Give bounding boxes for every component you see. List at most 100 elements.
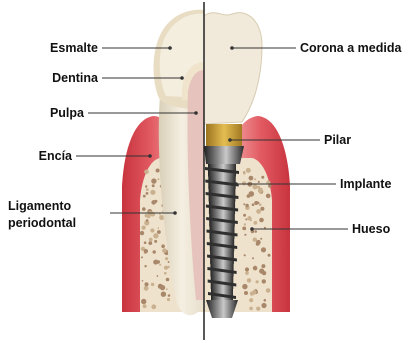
bone-speckle xyxy=(266,288,271,293)
label-pulp: Pulpa xyxy=(50,106,85,120)
label-enamel: Esmalte xyxy=(50,41,98,55)
label-abutment: Pilar xyxy=(324,133,351,147)
bone-speckle xyxy=(266,194,271,199)
bone-speckle xyxy=(268,254,271,257)
bone-speckle xyxy=(246,168,251,173)
bone-speckle xyxy=(146,192,149,195)
bone-speckle xyxy=(144,241,147,244)
abutment xyxy=(206,124,242,146)
bone-speckle xyxy=(165,257,168,260)
bone-speckle xyxy=(256,307,260,311)
bone-speckle xyxy=(144,286,149,291)
bone-speckle xyxy=(146,188,149,191)
bone-speckle xyxy=(249,298,253,302)
bone-speckle xyxy=(245,218,247,220)
bone-speckle xyxy=(252,290,257,295)
bone-speckle xyxy=(144,265,146,267)
bone-speckle xyxy=(153,233,158,238)
bone-speckle xyxy=(247,194,251,198)
bone-speckle xyxy=(158,227,160,229)
label-dentin: Dentina xyxy=(52,71,99,85)
bone-speckle xyxy=(259,203,262,206)
bone-speckle xyxy=(259,269,264,274)
bone-speckle xyxy=(244,234,246,236)
crown xyxy=(204,13,262,124)
bone-speckle xyxy=(256,209,261,214)
bone-speckle xyxy=(259,218,264,223)
bone-speckle xyxy=(242,284,247,289)
bone-speckle xyxy=(252,184,257,189)
label-ligament-line1: Ligamento xyxy=(8,199,72,213)
bone-speckle xyxy=(247,216,251,220)
bone-speckle xyxy=(162,248,167,253)
bone-speckle xyxy=(143,195,146,198)
bone-speckle xyxy=(150,228,154,232)
bone-speckle xyxy=(144,282,148,286)
implant-tip xyxy=(206,300,238,318)
bone-speckle xyxy=(157,230,161,234)
bone-speckle xyxy=(243,203,245,205)
implant-collar xyxy=(204,146,244,164)
bone-speckle xyxy=(167,298,170,301)
label-bone: Hueso xyxy=(352,222,391,236)
bone-speckle xyxy=(164,266,168,270)
bone-speckle xyxy=(249,176,254,181)
bone-speckle xyxy=(260,238,262,240)
bone-speckle xyxy=(264,227,266,229)
bone-speckle xyxy=(150,190,155,195)
bone-speckle xyxy=(167,266,169,268)
bone-speckle xyxy=(245,267,249,271)
bone-speckle xyxy=(150,212,155,217)
bone-speckle xyxy=(253,266,258,271)
bone-speckle xyxy=(261,247,266,252)
bone-speckle xyxy=(252,257,254,259)
bone-speckle xyxy=(145,185,147,187)
bone-speckle xyxy=(244,254,246,256)
bone-speckle xyxy=(152,184,155,187)
bone-speckle xyxy=(258,181,260,183)
bone-speckle xyxy=(142,280,144,282)
bone-speckle xyxy=(164,272,167,275)
bone-speckle xyxy=(245,271,249,275)
bone-speckle xyxy=(143,304,147,308)
bone-speckle xyxy=(154,240,157,243)
bone-speckle xyxy=(157,275,159,277)
bone-speckle xyxy=(245,204,248,207)
bone-speckle xyxy=(252,203,255,206)
label-crown: Corona a medida xyxy=(300,41,402,55)
bone-speckle xyxy=(254,221,258,225)
bone-speckle xyxy=(147,215,151,219)
bone-speckle xyxy=(146,219,149,222)
bone-speckle xyxy=(153,250,156,253)
bone-speckle xyxy=(159,213,161,215)
bone-speckle xyxy=(159,264,161,266)
bone-speckle xyxy=(149,238,153,242)
bone-speckle xyxy=(243,214,246,217)
bone-speckle xyxy=(144,170,149,175)
bone-speckle xyxy=(141,299,146,304)
bone-speckle xyxy=(261,264,265,268)
bone-speckle xyxy=(257,202,260,205)
bone-speckle xyxy=(144,249,148,253)
bone-speckle xyxy=(260,207,264,211)
bone-speckle xyxy=(243,172,246,175)
bone-speckle xyxy=(141,226,145,230)
bone-speckle xyxy=(140,231,144,235)
bone-speckle xyxy=(148,241,152,245)
bone-speckle xyxy=(166,278,170,282)
bone-speckle xyxy=(161,244,165,248)
label-ligament-line2: periodontal xyxy=(8,216,76,230)
bone-speckle xyxy=(264,299,267,302)
bone-speckle xyxy=(160,285,165,290)
bone-speckle xyxy=(254,230,257,233)
bone-speckle xyxy=(268,184,271,187)
bone-speckle xyxy=(142,207,146,211)
label-implant: Implante xyxy=(340,177,391,191)
bone-speckle xyxy=(156,260,160,264)
bone-speckle xyxy=(242,227,246,231)
bone-speckle xyxy=(256,240,261,245)
bone-speckle xyxy=(249,307,253,311)
bone-speckle xyxy=(141,256,143,258)
bone-speckle xyxy=(262,279,266,283)
